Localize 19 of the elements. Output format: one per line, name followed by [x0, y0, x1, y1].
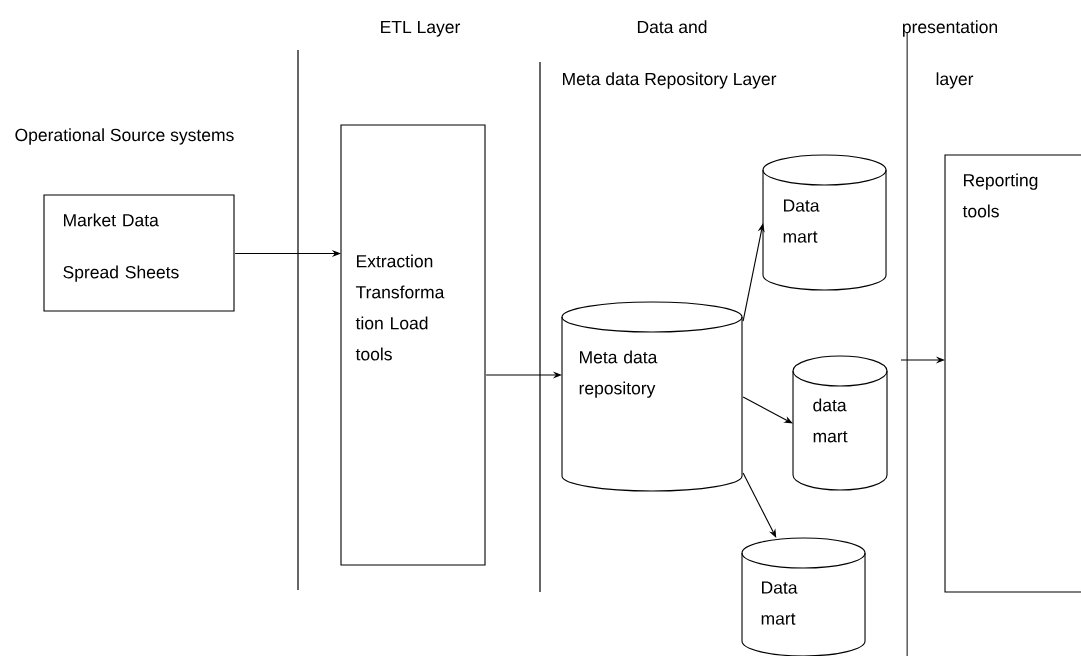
- database-cylinder: Data mart: [762, 154, 887, 291]
- node-label: Data mart: [761, 581, 798, 625]
- layer-heading: presentation: [903, 20, 997, 37]
- node-label: data mart: [813, 398, 848, 443]
- layer-heading: Data and: [637, 20, 707, 34]
- database-cylinder: Data mart: [741, 537, 866, 656]
- database-cylinder: Meta data repository: [561, 301, 743, 492]
- process-box: Extraction Transforma tion Load tools: [340, 124, 486, 566]
- process-box: Market Data Spread Sheets: [43, 194, 235, 312]
- arrow: [742, 472, 777, 538]
- node-label: Meta data repository: [579, 350, 658, 398]
- process-box: Reporting tools: [944, 154, 1081, 593]
- layer-heading: Operational Source systems: [15, 128, 234, 145]
- database-cylinder: data mart: [792, 355, 888, 491]
- layer-heading: Meta data Repository Layer: [563, 72, 777, 89]
- layer-heading: layer: [936, 72, 974, 89]
- layer-heading: ETL Layer: [381, 20, 461, 37]
- arrow: [742, 396, 793, 424]
- node-label: Data mart: [783, 199, 820, 243]
